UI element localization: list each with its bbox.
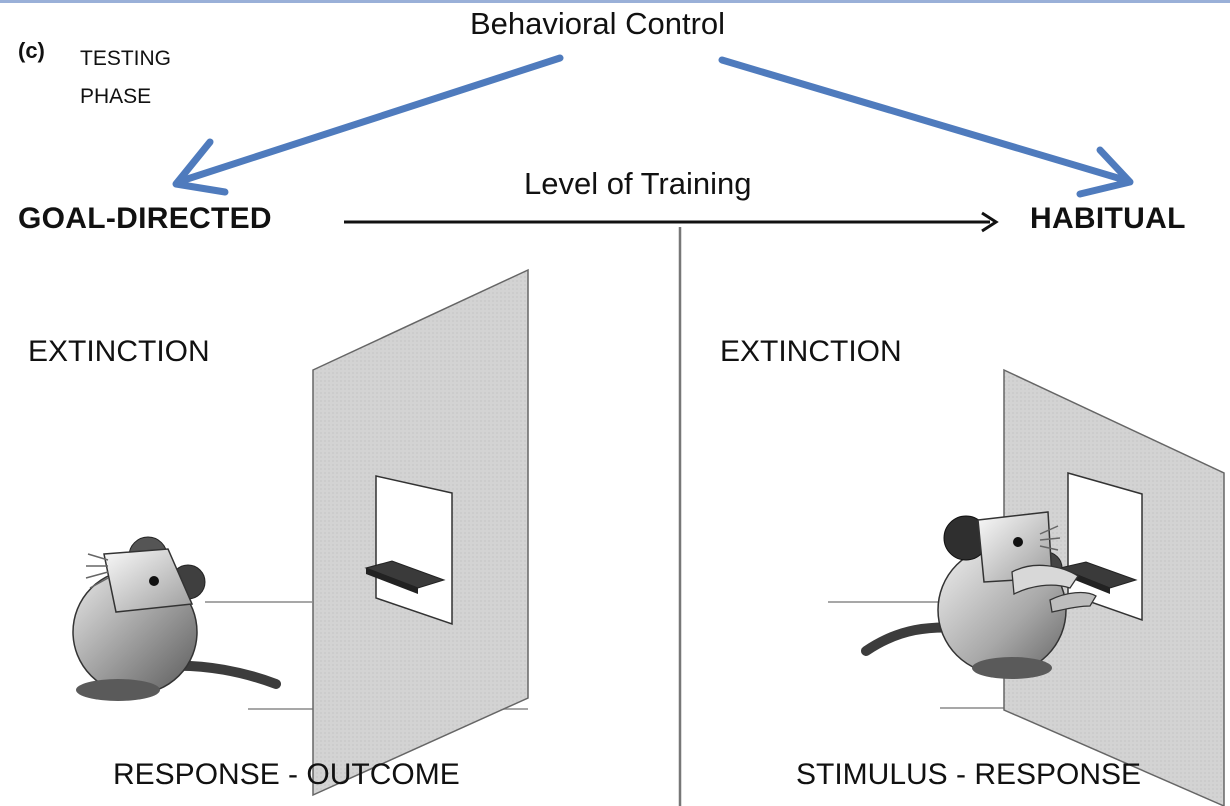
right-operant-chamber: [828, 368, 1225, 806]
training-axis-arrow: [344, 211, 999, 233]
phase-label-line1: TESTING: [80, 47, 172, 70]
right-lever: [1058, 561, 1138, 589]
goal-directed-label: GOAL-DIRECTED: [18, 202, 272, 235]
behavioral-control-label: Behavioral Control: [470, 6, 726, 41]
left-extinction-label: EXTINCTION: [28, 335, 210, 368]
left-lever: [364, 560, 446, 589]
left-operant-chamber: [205, 268, 529, 797]
blue-arrow-right: [718, 56, 1134, 198]
habitual-label: HABITUAL: [1030, 202, 1186, 235]
left-lever-window: [375, 475, 453, 626]
phase-label-line2: PHASE: [80, 85, 152, 108]
right-extinction-label: EXTINCTION: [720, 335, 902, 368]
level-of-training-label: Level of Training: [524, 166, 752, 201]
panel-letter: (c): [18, 38, 45, 63]
blue-arrow-left: [172, 54, 564, 196]
phase-label: TESTING PHASE: [80, 40, 171, 116]
stimulus-response-label: STIMULUS - RESPONSE: [796, 758, 1142, 791]
right-rat: [861, 511, 1097, 679]
response-outcome-label: RESPONSE - OUTCOME: [113, 758, 460, 791]
left-rat: [72, 536, 281, 701]
